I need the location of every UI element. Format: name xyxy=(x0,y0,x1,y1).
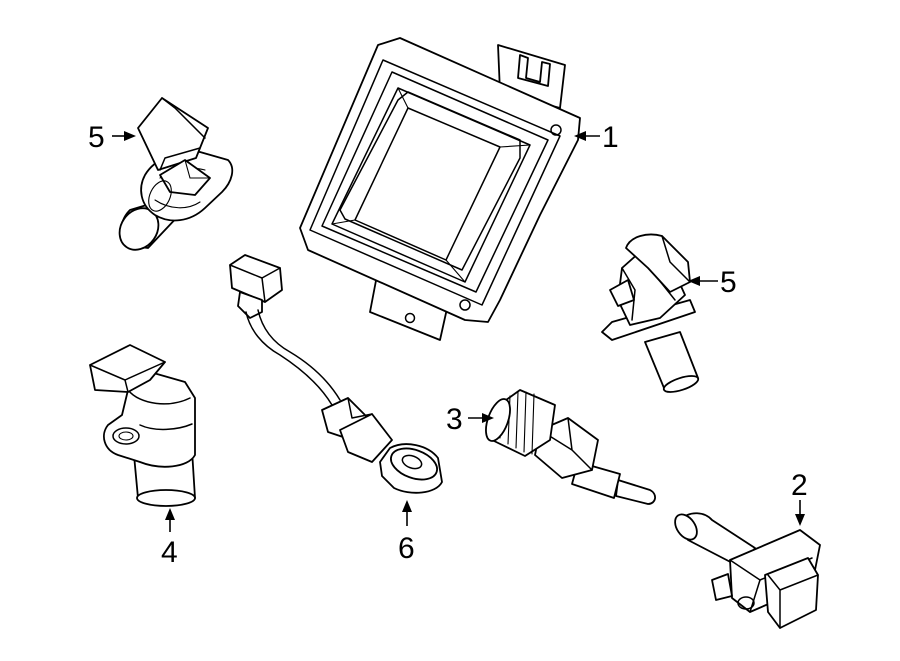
ecm-module[interactable] xyxy=(299,37,581,341)
callout-4: 4 xyxy=(161,508,178,569)
callout-2-label: 2 xyxy=(791,469,808,502)
callout-2: 2 xyxy=(791,469,808,526)
knock-sensor[interactable] xyxy=(229,254,443,494)
callout-5-right: 5 xyxy=(688,266,737,299)
callout-6-label: 6 xyxy=(398,532,415,565)
callout-1: 1 xyxy=(574,121,619,154)
sensor-2[interactable] xyxy=(671,510,821,629)
callout-3: 3 xyxy=(446,403,494,436)
callout-5-right-label: 5 xyxy=(720,266,737,299)
sensor-5-right[interactable] xyxy=(601,233,700,396)
callout-1-label: 1 xyxy=(602,121,619,154)
sensor-3[interactable] xyxy=(481,389,656,505)
sensor-5-upper-left[interactable] xyxy=(112,97,234,257)
callout-6: 6 xyxy=(398,500,415,565)
sensor-4[interactable] xyxy=(89,344,196,507)
callout-5-upper-left: 5 xyxy=(88,121,136,154)
callout-3-label: 3 xyxy=(446,403,463,436)
callout-5-upper-left-label: 5 xyxy=(88,121,105,154)
callout-4-label: 4 xyxy=(161,536,178,569)
